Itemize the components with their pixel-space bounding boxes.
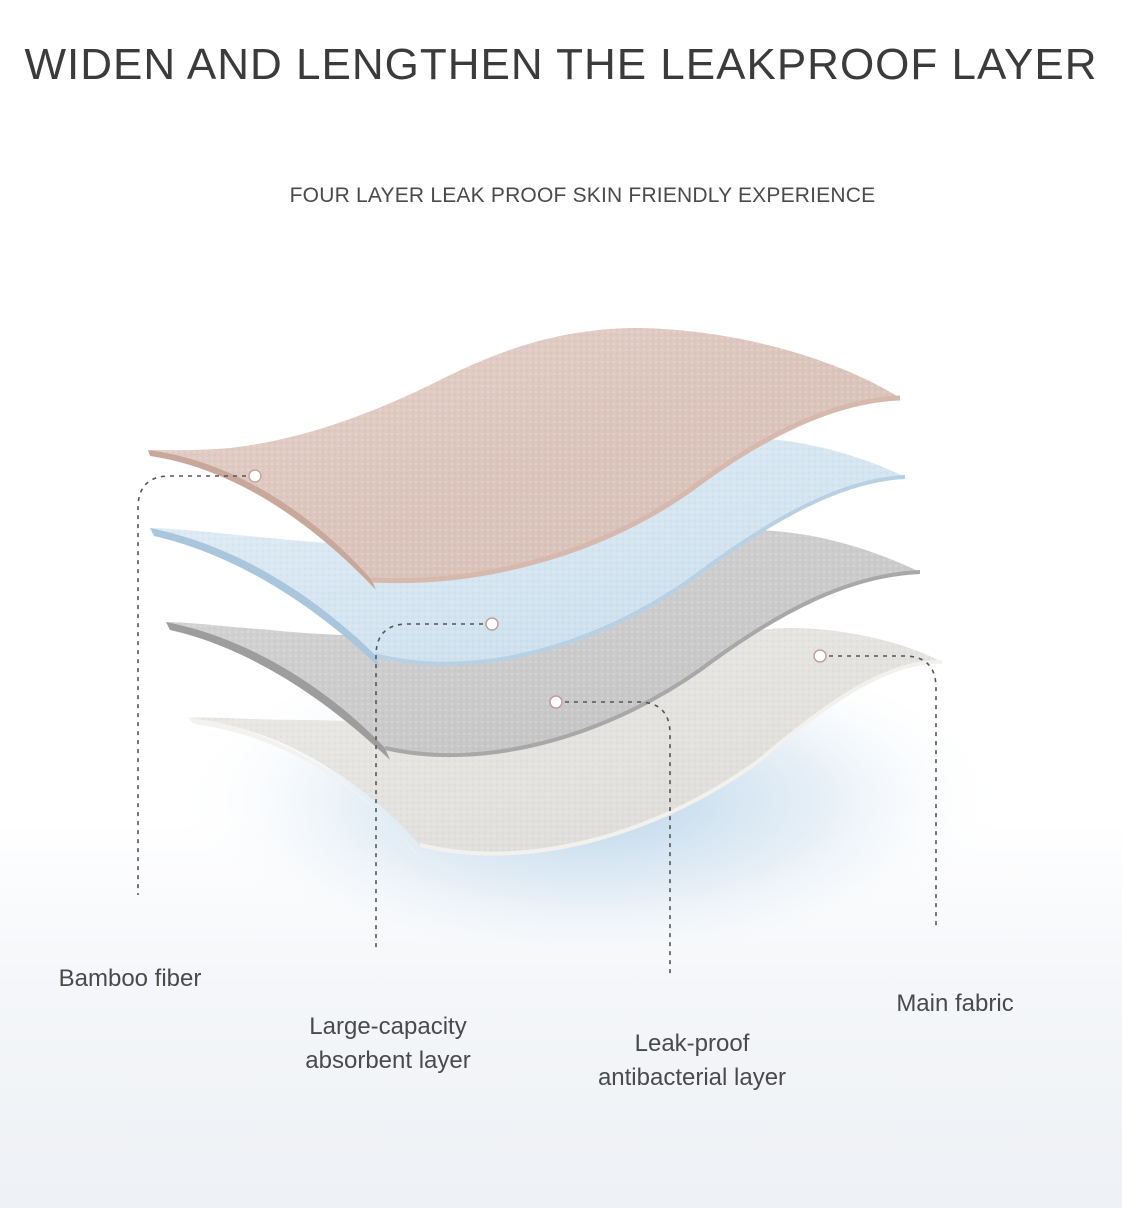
leader-line-bamboo — [137, 475, 255, 895]
anchor-dot-main — [813, 649, 827, 663]
label-main-fabric: Main fabric — [896, 990, 1014, 1017]
leader-line-leakproof — [556, 701, 671, 975]
anchor-dot-bamboo — [248, 469, 262, 483]
label-absorbent-layer: Large-capacity absorbent layer — [305, 1013, 471, 1074]
leader-line-absorbent — [375, 623, 492, 950]
label-bamboo-fiber: Bamboo fiber — [58, 965, 202, 992]
page-title: WIDEN AND LENGTHEN THE LEAKPROOF LAYER — [24, 40, 1098, 89]
page-subtitle: FOUR LAYER LEAK PROOF SKIN FRIENDLY EXPE… — [289, 184, 876, 207]
anchor-dot-absorbent — [485, 617, 499, 631]
layer-main-fabric — [188, 628, 943, 858]
label-leak-proof-layer: Leak-proof antibacterial layer — [597, 1030, 787, 1091]
leader-line-main — [820, 655, 937, 930]
anchor-dot-leakproof — [549, 695, 563, 709]
layer-bamboo-fiber — [148, 328, 901, 590]
